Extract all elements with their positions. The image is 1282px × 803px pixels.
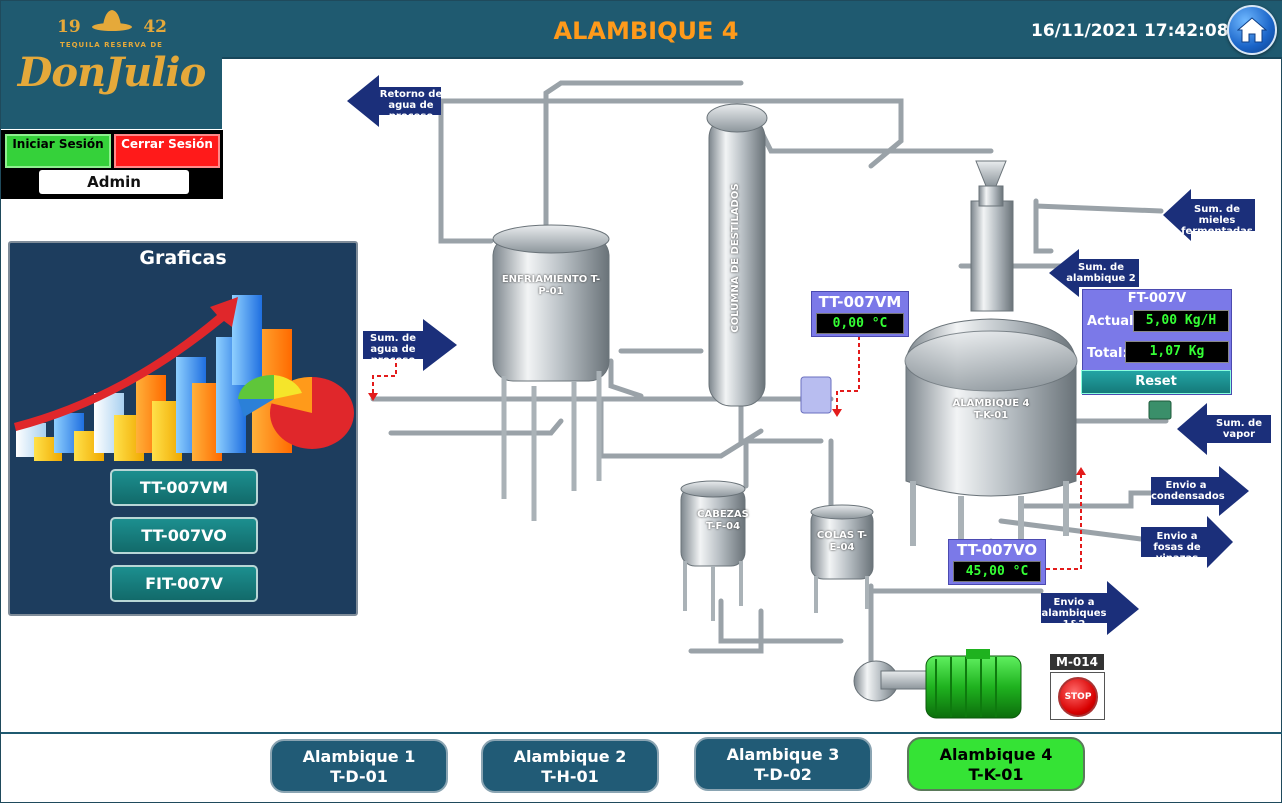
graph-button-tt-007vm[interactable]: TT-007VM [110,469,258,506]
nav-label: Alambique 4 [939,745,1053,764]
nav-sublabel: T-D-02 [754,765,812,784]
sombrero-icon [92,10,132,31]
home-button[interactable] [1227,5,1277,55]
nav-label: Alambique 1 [302,747,416,766]
arrow-label-fosas: Envio a fosas de vinazas [1153,531,1201,564]
bar-chart-icon [14,295,354,461]
nav-alambique-2[interactable]: Alambique 2 T-H-01 [481,739,659,793]
sensor-tag: TT-007VM [818,293,902,311]
arrow-label-alambiques: Envio a alambiques 1&2 [1041,597,1107,630]
arrow-sum-alambique2 [1049,249,1139,297]
arrow-label-retorno: Retorno de agua de proceso [379,89,443,122]
logo-year-right: 42 [143,17,167,37]
brand-logo: 19 42 TEQUILA RESERVA DE DonJulio [1,1,222,129]
tank-label-enfriamiento: ENFRIAMIENTO T-P-01 [501,274,601,297]
flow-total-label: Total: [1087,346,1128,361]
page-title: ALAMBIQUE 4 [553,17,739,45]
graficas-title: Graficas [139,247,227,269]
arrow-alambiques [1041,581,1139,635]
arrow-retorno [347,75,441,127]
logout-button[interactable]: Cerrar Sesión [114,134,220,168]
arrow-label-sum-alambique2: Sum. de alambique 2 [1066,262,1136,284]
arrow-fosas [1141,516,1233,568]
arrow-label-sum-vapor: Sum. de vapor [1216,418,1262,440]
graficas-panel: Graficas [8,241,358,616]
nav-sublabel: T-K-01 [968,765,1024,784]
datetime-display: 16/11/2021 17:42:08 [1031,21,1229,41]
flow-tag: FT-007V [1127,291,1187,306]
login-button[interactable]: Iniciar Sesión [5,134,111,168]
column-label: COLUMNA DE DESTILADOS [730,183,741,333]
motor-tag: M-014 [1050,654,1104,670]
tank-label-alambique: ALAMBIQUE 4 T-K-01 [952,398,1030,421]
home-icon [1237,17,1267,43]
nav-sublabel: T-H-01 [541,767,599,786]
sensor-tt-007vo[interactable]: TT-007VO 45,00 °C [948,539,1046,585]
flow-actual-value: 5,00 Kg/H [1133,310,1229,332]
reset-button[interactable]: Reset [1081,370,1231,394]
nav-label: Alambique 2 [513,747,627,766]
process-diagram [347,75,1271,719]
sensor-tag: TT-007VO [956,541,1038,559]
flow-total-value: 1,07 Kg [1125,341,1229,363]
tank-label-colas: COLAS T-E-04 [816,530,868,553]
arrow-label-sum-mieles: Sum. de mieles fermentadas [1181,204,1253,237]
tank-label-cabezas: CABEZAS T-F-04 [697,509,749,532]
graph-button-fit-007v[interactable]: FIT-007V [110,565,258,602]
sensor-tt-007vm[interactable]: TT-007VM 0,00 °C [811,291,909,337]
arrow-sum-vapor [1177,403,1271,455]
stop-button[interactable]: STOP [1058,677,1098,717]
arrow-sum-agua [363,319,457,371]
flow-actual-label: Actual: [1087,314,1139,329]
graph-button-tt-007vo[interactable]: TT-007VO [110,517,258,554]
logo-year-left: 19 [57,17,81,37]
footer-divider [1,732,1282,734]
arrow-label-condensados: Envio a condensados [1151,480,1225,502]
logo-brand: DonJulio [17,49,207,96]
arrow-label-sum-agua: Sum. de agua de proceso [370,333,416,366]
nav-label: Alambique 3 [726,745,840,764]
sensor-value: 45,00 °C [953,561,1041,582]
session-panel: Iniciar Sesión Cerrar Sesión Admin [1,130,223,199]
nav-sublabel: T-D-01 [330,767,388,786]
motor-stop-frame: STOP [1050,672,1105,720]
nav-alambique-3[interactable]: Alambique 3 T-D-02 [694,737,872,791]
nav-alambique-4[interactable]: Alambique 4 T-K-01 [907,737,1085,791]
nav-alambique-1[interactable]: Alambique 1 T-D-01 [270,739,448,793]
arrow-sum-mieles [1163,189,1255,241]
arrow-condensados [1151,466,1249,516]
flow-meter-ft-007v: FT-007V Actual: 5,00 Kg/H Total: 1,07 Kg… [1081,289,1232,395]
current-user: Admin [39,170,189,194]
logo-subtitle: TEQUILA RESERVA DE [60,41,163,49]
sensor-value: 0,00 °C [816,313,904,334]
